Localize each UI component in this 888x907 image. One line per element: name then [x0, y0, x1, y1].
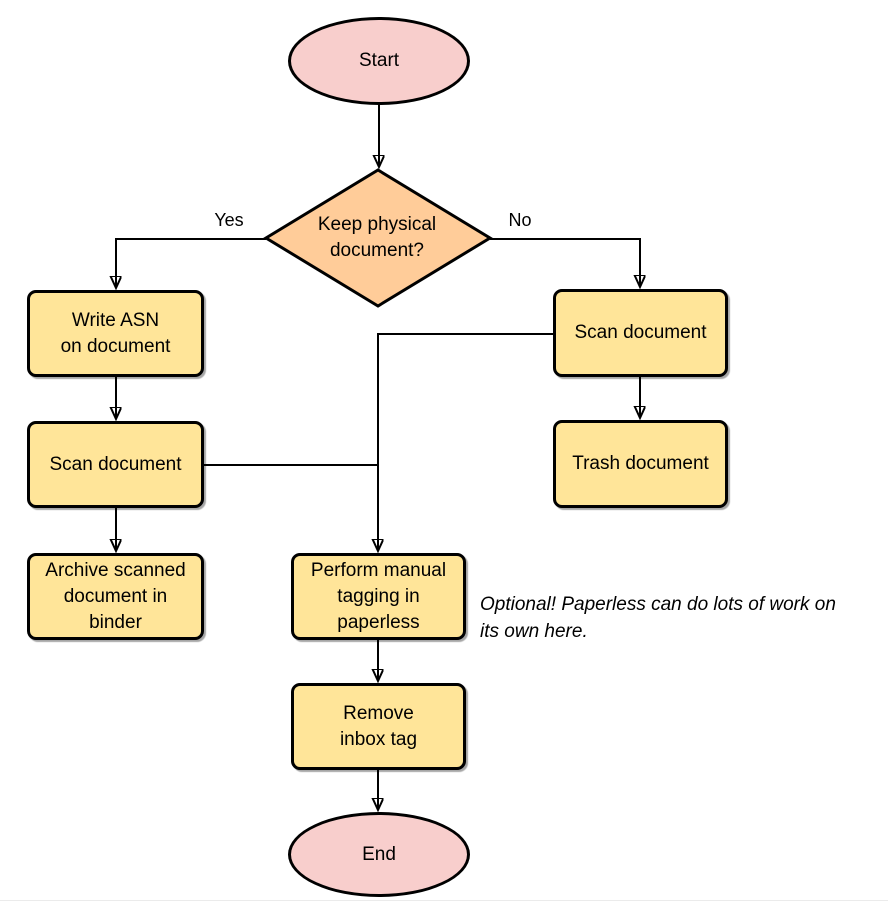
optional-note-line: Optional! Paperless can do lots of work … [480, 594, 836, 615]
edge-no-to-scan-right [490, 238, 640, 287]
node-trash-document: Trash document [553, 420, 728, 508]
node-start-label: Start [358, 50, 400, 71]
node-scan-document-left: Scan document [27, 421, 204, 508]
node-write-asn-label-line: Write ASN [71, 309, 160, 331]
node-scan-document-left-label: Scan document [49, 453, 182, 475]
node-remove-inbox-tag-label-line: Remove [343, 702, 414, 724]
optional-note-line: its own here. [480, 621, 588, 642]
node-scan-document-right-label: Scan document [574, 322, 707, 343]
optional-note: Optional! Paperless can do lots of work … [480, 591, 888, 645]
bottom-divider [0, 900, 888, 901]
node-write-asn: Write ASN on document [27, 290, 204, 377]
node-remove-inbox-tag-label-line: inbox tag [339, 728, 418, 750]
edge-yes-to-write-asn [116, 238, 266, 288]
node-write-asn-label-line: on document [60, 335, 171, 357]
node-perform-tagging: Perform manual tagging in paperless [291, 553, 466, 640]
node-perform-tagging-label-line: paperless [337, 611, 420, 633]
node-start: Start [288, 17, 470, 105]
node-decision-label-line: document? [329, 240, 424, 261]
node-archive-binder-label-line: Archive scanned [45, 559, 186, 581]
node-remove-inbox-tag: Remove inbox tag [291, 683, 466, 770]
node-end: End [288, 812, 470, 897]
edge-label-no: No [508, 210, 532, 230]
node-archive-binder-label-line: binder [89, 611, 142, 633]
node-decision-shape [263, 168, 493, 308]
edge-scan-right-to-perform [378, 333, 553, 551]
node-perform-tagging-label-line: tagging in [337, 585, 420, 607]
node-decision: Keep physical document? [267, 212, 487, 264]
edge-label-yes: Yes [214, 210, 244, 230]
node-perform-tagging-label-line: Perform manual [310, 559, 447, 581]
node-scan-document-right: Scan document [553, 289, 728, 377]
node-end-label: End [362, 843, 396, 865]
node-archive-binder-label-line: document in [63, 585, 168, 607]
node-trash-document-label: Trash document [572, 453, 709, 474]
node-decision-label-line: Keep physical [317, 214, 437, 235]
node-archive-binder: Archive scanned document in binder [27, 553, 204, 640]
